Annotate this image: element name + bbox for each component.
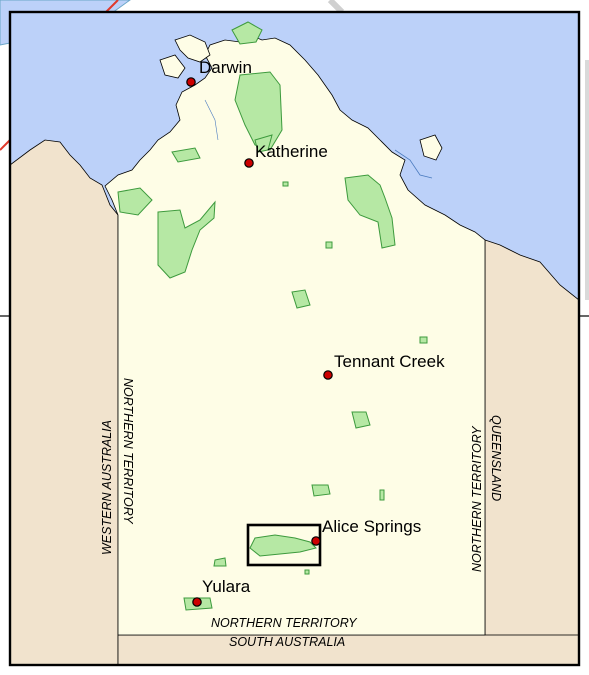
map-frame xyxy=(8,10,581,667)
tiwi-islands xyxy=(159,54,186,79)
protected-area-nitmiluk xyxy=(254,134,273,153)
groote-eylandt xyxy=(419,134,443,161)
protected-area-tennant-2 xyxy=(311,484,331,497)
protected-area-small-4 xyxy=(379,489,385,501)
south-australia-region xyxy=(117,634,579,665)
northern-territory-region xyxy=(104,34,486,636)
queensland-region xyxy=(484,239,579,665)
label-western-australia: WESTERN AUSTRALIA xyxy=(100,420,114,555)
protected-area-small-1 xyxy=(419,336,428,344)
city-tennant-creek[interactable]: Tennant Creek xyxy=(323,352,445,380)
city-marker-icon[interactable] xyxy=(311,536,321,546)
label-queensland: QUEENSLAND xyxy=(489,415,503,501)
city-marker-icon[interactable] xyxy=(323,370,333,380)
protected-area-small-3 xyxy=(282,181,289,187)
city-katherine[interactable]: Katherine xyxy=(244,142,328,168)
city-marker-icon[interactable] xyxy=(186,77,196,87)
protected-area-west-1 xyxy=(117,187,153,216)
river-line-2 xyxy=(204,99,219,141)
city-marker-icon[interactable] xyxy=(192,597,202,607)
protected-area-small-2 xyxy=(325,241,333,249)
protected-area-limmen xyxy=(344,174,396,249)
cobourg-peninsula xyxy=(174,34,211,63)
city-label-alice-springs: Alice Springs xyxy=(322,517,421,536)
protected-area-central-1 xyxy=(291,289,311,309)
protected-area-gregory xyxy=(157,200,216,279)
label-nt-west: NORTHERN TERRITORY xyxy=(121,378,135,525)
inset-map-grid-line xyxy=(327,0,345,15)
map-frame-content: Darwin Katherine Tennant Creek Alice Spr… xyxy=(10,12,579,665)
inset-map-gray-bar xyxy=(585,60,589,300)
label-nt-east: NORTHERN TERRITORY xyxy=(470,425,484,572)
city-label-katherine: Katherine xyxy=(255,142,328,161)
protected-area-litchfield xyxy=(171,147,201,163)
city-label-tennant-creek: Tennant Creek xyxy=(334,352,445,371)
protected-area-tennant-1 xyxy=(351,411,371,429)
protected-area-kakadu xyxy=(234,71,283,151)
protected-area-macdonnell xyxy=(249,534,317,557)
study-area-rectangle xyxy=(246,523,322,567)
city-yulara[interactable]: Yulara xyxy=(192,577,251,607)
inset-map-border-red-2 xyxy=(0,139,11,151)
city-alice-springs[interactable]: Alice Springs xyxy=(311,517,421,546)
city-label-yulara: Yulara xyxy=(202,577,251,596)
label-south-australia: SOUTH AUSTRALIA xyxy=(229,635,345,649)
western-australia-region xyxy=(10,139,119,665)
city-darwin[interactable]: Darwin xyxy=(186,58,252,87)
city-label-darwin: Darwin xyxy=(199,58,252,77)
river-line xyxy=(394,149,433,179)
protected-area-south-1 xyxy=(213,557,227,567)
city-marker-icon[interactable] xyxy=(244,158,254,168)
protected-area-small-5 xyxy=(304,569,310,575)
label-nt-south: NORTHERN TERRITORY xyxy=(211,616,358,630)
protected-area-garig xyxy=(231,21,263,45)
